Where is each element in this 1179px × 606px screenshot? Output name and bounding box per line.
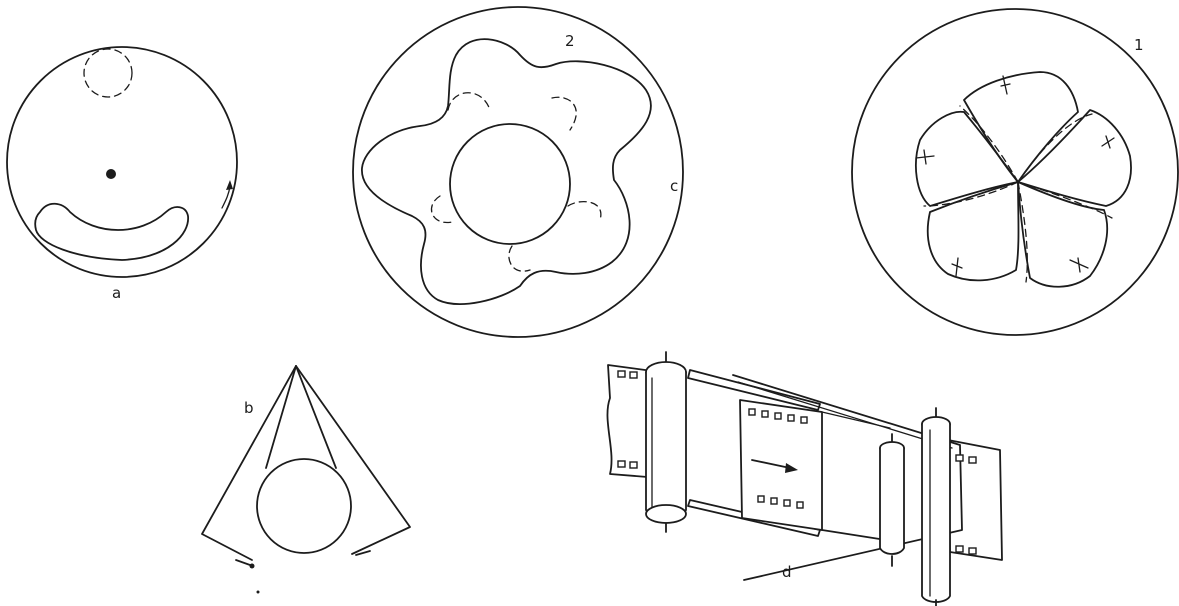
hinge-mark-top	[1000, 75, 1011, 95]
panel-d-left-roller	[645, 351, 687, 533]
panel-d-film-left-end	[606, 364, 661, 479]
panel-a-rotation-arrowhead	[226, 180, 233, 190]
panel-d-direction-arrow	[751, 459, 791, 469]
panel-1-blade-right	[1017, 109, 1132, 207]
panel-1-number-label: 1	[1134, 36, 1144, 54]
panel-2-petal-outline	[361, 38, 652, 305]
panel-d-top-film-band	[687, 369, 821, 411]
panel-d-film-run-top	[821, 411, 891, 429]
panel-2-dashed-arc-right	[551, 96, 577, 131]
panel-d-small-roller	[879, 433, 905, 567]
panel-1-dashed-edge-4	[923, 181, 1019, 207]
panel-d-right-sprockets	[955, 454, 977, 555]
panel-d-back-plate-inner	[737, 381, 953, 449]
panel-2-outer-disc	[352, 6, 684, 338]
panel-1-dashed-edge-5	[959, 105, 1019, 183]
panel-b-circle	[256, 458, 352, 554]
panel-c-label: c	[670, 177, 678, 195]
panel-d-right-roller	[921, 407, 951, 606]
panel-d-film-run-bottom	[821, 529, 887, 541]
panel-d-direction-arrowhead	[785, 463, 798, 473]
panel-2-dashed-arc-bottom	[508, 245, 531, 272]
hinge-mark-right	[1101, 135, 1115, 149]
hinge-mark-left	[915, 149, 935, 165]
panel-2-number-label: 2	[565, 32, 575, 50]
panel-1-blades	[915, 71, 1132, 288]
panel-a-dashed-circle	[83, 48, 133, 98]
panel-2-dashed-arc-top	[447, 92, 491, 111]
panel-b-inner-line-left	[265, 365, 297, 469]
panel-b-stray-dot	[256, 590, 260, 594]
panel-2-dashed-arc-left	[430, 195, 453, 224]
hinge-mark-lower-left	[951, 257, 963, 277]
panel-1-dashed-edge-3	[1017, 181, 1028, 283]
panel-a-label: a	[112, 284, 121, 302]
panel-b-right-marker	[355, 550, 371, 556]
panel-b-label: b	[244, 399, 254, 417]
panel-b-left-dot	[249, 563, 255, 569]
panel-1-outer-disc	[851, 8, 1179, 336]
panel-d-label: d	[782, 563, 792, 581]
panel-b-cone-diagram: b	[201, 365, 411, 594]
panel-b-outer-triangle-right	[295, 365, 411, 555]
hinge-mark-lower-right	[1069, 257, 1089, 273]
panel-d-film-transport: d	[606, 351, 1003, 606]
panel-d-left-sprockets	[617, 370, 638, 469]
panel-a-disc-diagram: a	[6, 46, 238, 302]
panel-a-outer-disc	[6, 46, 238, 278]
panel-a-center-hub	[106, 169, 116, 179]
panel-a-crescent-slot	[34, 202, 189, 261]
panel-1-dashed-edge-2	[1017, 181, 1113, 219]
panel-1-blade-lower-right	[1017, 181, 1108, 288]
panel-1-pinwheel-diagram: 1	[851, 8, 1179, 336]
panel-b-outer-triangle	[201, 365, 297, 561]
panel-b-inner-line-right	[295, 365, 337, 469]
panel-2-dashed-arc-lower-right	[567, 200, 602, 221]
panel-1-hinge-marks	[915, 75, 1115, 277]
panel-2-center-circle	[449, 123, 571, 245]
panel-1-dashed-edge-1	[1017, 113, 1093, 183]
panel-d-frame-sprockets	[748, 408, 808, 509]
panel-1-blade-lower-left	[926, 181, 1020, 282]
panel-d-back-plate	[732, 374, 963, 581]
panel-1-blade-left	[915, 110, 1019, 207]
panel-2-flower-diagram: 2 c	[352, 6, 684, 338]
panel-b-left-marker	[235, 559, 251, 566]
